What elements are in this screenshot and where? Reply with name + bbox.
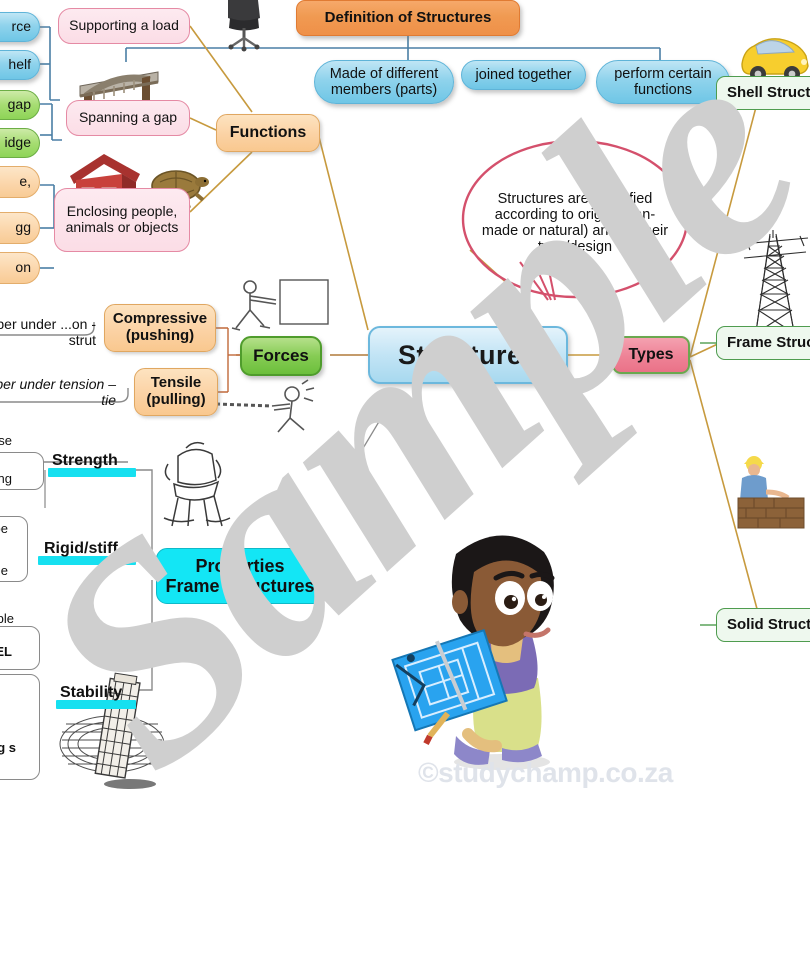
branch-forces[interactable]: Forces <box>240 336 322 376</box>
function-enclosing[interactable]: Enclosing people, animals or objects <box>54 188 190 252</box>
type-frame-structures[interactable]: Frame Struct <box>716 326 810 360</box>
mindmap-canvas: Definition of Structures Made of differe… <box>0 0 810 828</box>
definition-item-functions[interactable]: perform certain functions <box>596 60 730 104</box>
property-note-ose: ose <box>0 432 12 448</box>
pylon-tower-illustration <box>741 230 809 333</box>
force-tensile[interactable]: Tensile (pulling) <box>134 368 218 416</box>
property-note-level: EVEL <box>0 643 12 659</box>
property-note-table: table <box>0 610 14 626</box>
broken-chair-illustration <box>163 441 231 527</box>
function-supporting-a-load[interactable]: Supporting a load <box>58 8 190 44</box>
property-note-ing: ing <box>0 470 12 486</box>
clipped-node-helf[interactable]: helf <box>0 50 40 80</box>
branch-properties[interactable]: Properties Frame Structures <box>156 548 324 604</box>
clipped-node-e[interactable]: e, <box>0 166 40 198</box>
person-pushing-box-illustration <box>231 279 329 331</box>
connector-layer <box>0 25 761 691</box>
classification-note-text: Structures are classified according to o… <box>481 190 669 256</box>
clipped-node-on[interactable]: on <box>0 252 40 284</box>
property-note-box-4[interactable] <box>0 674 40 780</box>
force-note-strut: member under ...on - strut <box>0 316 96 348</box>
property-note-box-3[interactable] <box>0 626 40 670</box>
strength-underline-bar <box>48 468 136 477</box>
classification-note-ellipse <box>461 139 689 299</box>
bricklayer-wall-illustration <box>737 456 805 529</box>
properties-label-line1: Properties <box>195 555 285 576</box>
property-note-box-1[interactable] <box>0 452 44 490</box>
person-pulling-rope-illustration <box>215 379 315 433</box>
copyright-watermark: ©studychamp.co.za <box>418 757 673 788</box>
property-rigid-stiff[interactable]: Rigid/stiff <box>44 540 118 557</box>
definition-item-joined[interactable]: joined together <box>461 60 586 90</box>
clipped-node-rce[interactable]: rce <box>0 12 40 42</box>
boy-with-blueprint-illustration <box>391 535 555 770</box>
clipped-node-idge[interactable]: idge <box>0 128 40 158</box>
property-note-pe: pe <box>0 520 8 536</box>
properties-label-line2: Frame Structures <box>165 576 315 596</box>
branch-types[interactable]: Types <box>612 336 690 374</box>
rigid-underline-bar <box>38 556 136 565</box>
arch-bridge-illustration <box>79 71 159 118</box>
definition-header[interactable]: Definition of Structures <box>296 0 520 36</box>
force-note-tie: ral member under tension – tie <box>0 376 116 408</box>
central-node-structures[interactable]: Structures <box>368 326 568 384</box>
function-spanning-a-gap[interactable]: Spanning a gap <box>66 100 190 136</box>
stability-underline-bar <box>56 700 136 709</box>
clipped-node-gap[interactable]: gap <box>0 90 40 120</box>
definition-item-members[interactable]: Made of different members (parts) <box>314 60 454 104</box>
type-solid-structures[interactable]: Solid Structu <box>716 608 810 642</box>
office-chair-illustration <box>228 0 260 52</box>
property-strength[interactable]: Strength <box>52 452 118 469</box>
property-stability[interactable]: Stability <box>60 684 123 701</box>
property-note-box-2[interactable] <box>0 516 28 582</box>
property-note-e: e <box>0 562 8 578</box>
property-note-rting: RTing s <box>0 739 16 755</box>
type-shell-structures[interactable]: Shell Structu <box>716 76 810 110</box>
clipped-node-gg[interactable]: gg <box>0 212 40 244</box>
branch-functions[interactable]: Functions <box>216 114 320 152</box>
force-compressive[interactable]: Compressive (pushing) <box>104 304 216 352</box>
